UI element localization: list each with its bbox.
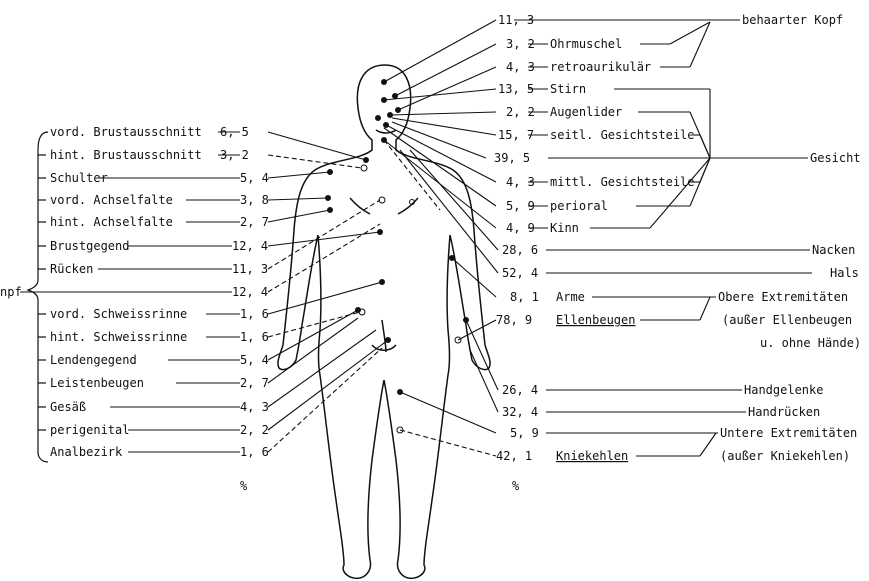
label-stirn: Stirn [550, 82, 586, 96]
label-perigenital: perigenital [50, 423, 129, 437]
left-labels: vord. Brustausschnitt 6, 5 hint. Brustau… [0, 125, 269, 493]
value-ruecken: 11, 3 [232, 262, 268, 276]
label-brustgegend: Brustgegend [50, 239, 129, 253]
region-gesicht: Gesicht [810, 151, 861, 165]
value-retroaurikulaer: 4, 3 [506, 60, 535, 74]
value-hint-schweissrinne: 1, 6 [240, 330, 269, 344]
label-ruecken: Rücken [50, 262, 93, 276]
region-hals: Hals [830, 266, 859, 280]
label-vord-brustausschnitt: vord. Brustausschnitt [50, 125, 202, 139]
value-vord-achselfalte: 3, 8 [240, 193, 269, 207]
value-brustgegend: 12, 4 [232, 239, 268, 253]
region-untere-note: (außer Kniekehlen) [720, 449, 850, 463]
left-group-label: npf [0, 285, 22, 299]
label-perioral: perioral [550, 199, 608, 213]
percent-right: % [512, 479, 520, 493]
value-kinn: 4, 9 [506, 221, 535, 235]
value-seitl-gesichtsteile: 15, 7 [498, 128, 534, 142]
label-ellenbeugen: Ellenbeugen [556, 313, 635, 327]
label-seitl-gesichtsteile: seitl. Gesichtsteile [550, 128, 695, 142]
label-kniekehlen: Kniekehlen [556, 449, 628, 463]
value-perioral: 5, 9 [506, 199, 535, 213]
value-ohrmuschel: 3, 2 [506, 37, 535, 51]
value-hint-brustausschnitt: 3, 2 [220, 148, 249, 162]
value-augenlider: 2, 2 [506, 105, 535, 119]
value-handgelenke: 26, 4 [502, 383, 538, 397]
label-mittl-gesichtsteile: mittl. Gesichtsteile [550, 175, 695, 189]
value-mittl-gesichtsteile: 4, 3 [506, 175, 535, 189]
label-analbezirk: Analbezirk [50, 445, 123, 459]
label-leistenbeugen: Leistenbeugen [50, 376, 144, 390]
value-group-total: 12, 4 [232, 285, 268, 299]
region-nacken: Nacken [812, 243, 855, 257]
region-obere-note-2: u. ohne Hände) [760, 336, 861, 350]
region-labels: behaarter Kopf Gesicht Nacken Hals Obere… [718, 13, 861, 463]
label-hint-brustausschnitt: hint. Brustausschnitt [50, 148, 202, 162]
region-handruecken: Handrücken [748, 405, 820, 419]
label-lendengegend: Lendengegend [50, 353, 137, 367]
value-arme: 8, 1 [510, 290, 539, 304]
label-retroaurikulaer: retroaurikulär [550, 60, 651, 74]
value-kniekehlen: 42, 1 [496, 449, 532, 463]
label-vord-schweissrinne: vord. Schweissrinne [50, 307, 187, 321]
label-hint-schweissrinne: hint. Schweissrinne [50, 330, 187, 344]
value-handruecken: 32, 4 [502, 405, 538, 419]
region-obere-note-1: (außer Ellenbeugen [722, 313, 852, 327]
value-vord-schweissrinne: 1, 6 [240, 307, 269, 321]
value-analbezirk: 1, 6 [240, 445, 269, 459]
value-behaarter-kopf: 11, 3 [498, 13, 534, 27]
label-hint-achselfalte: hint. Achselfalte [50, 215, 173, 229]
region-behaarter-kopf: behaarter Kopf [742, 13, 843, 27]
value-lendengegend: 5, 4 [240, 353, 269, 367]
region-obere-extremitaeten: Obere Extremitäten [718, 290, 848, 304]
region-untere-extremitaeten: Untere Extremitäten [720, 426, 857, 440]
value-leistenbeugen: 2, 7 [240, 376, 269, 390]
value-vord-brustausschnitt: 6, 5 [220, 125, 249, 139]
label-gesaess: Gesäß [50, 400, 86, 414]
value-ellenbeugen: 78, 9 [496, 313, 532, 327]
value-schulter: 5, 4 [240, 171, 269, 185]
left-bracket [28, 132, 48, 462]
value-gesaess: 4, 3 [240, 400, 269, 414]
value-perigenital: 2, 2 [240, 423, 269, 437]
right-labels: 11, 3 3, 2 Ohrmuschel 4, 3 retroaurikulä… [494, 13, 695, 493]
value-hint-achselfalte: 2, 7 [240, 215, 269, 229]
label-vord-achselfalte: vord. Achselfalte [50, 193, 173, 207]
percent-left: % [240, 479, 248, 493]
value-hals: 52, 4 [502, 266, 538, 280]
value-nacken: 28, 6 [502, 243, 538, 257]
label-schulter: Schulter [50, 171, 108, 185]
label-arme: Arme [556, 290, 585, 304]
value-gesicht: 39, 5 [494, 151, 530, 165]
label-augenlider: Augenlider [550, 105, 622, 119]
value-stirn: 13, 5 [498, 82, 534, 96]
label-ohrmuschel: Ohrmuschel [550, 37, 622, 51]
region-handgelenke: Handgelenke [744, 383, 823, 397]
label-kinn: Kinn [550, 221, 579, 235]
value-untere-extremitaeten: 5, 9 [510, 426, 539, 440]
